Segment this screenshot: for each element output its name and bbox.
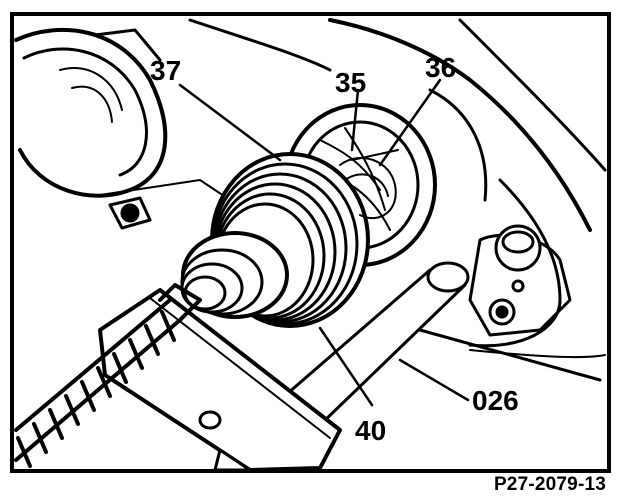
housing-right [188, 18, 607, 382]
callout-026: 026 [472, 385, 519, 416]
callout-36: 36 [425, 52, 456, 83]
leader-026 [398, 358, 470, 402]
pulley-assembly [180, 152, 370, 328]
callout-35: 35 [335, 67, 366, 98]
callout-37: 37 [150, 55, 181, 86]
leader-37 [178, 83, 282, 162]
leader-lines [178, 78, 470, 407]
threaded-spindle [14, 283, 202, 468]
figure-reference-code: P27-2079-13 [493, 474, 606, 495]
leader-36 [378, 78, 442, 167]
callout-40: 40 [355, 415, 386, 446]
bolt-left [99, 179, 231, 230]
leader-35 [350, 88, 360, 152]
housing-left [14, 27, 168, 198]
bracket-right [468, 224, 572, 337]
leader-40 [318, 326, 374, 407]
drawing [14, 18, 607, 472]
